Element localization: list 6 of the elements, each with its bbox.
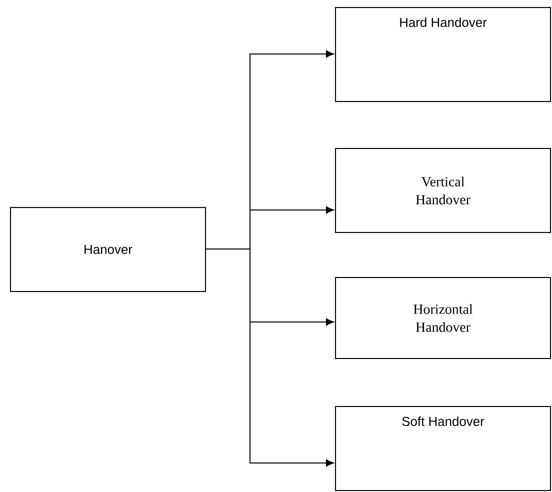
process-box: Hanover bbox=[10, 207, 206, 292]
process-box: Horizontal Handover bbox=[335, 277, 551, 359]
process-box: Hard Handover bbox=[335, 7, 551, 102]
arrow bbox=[206, 248, 334, 467]
process-box: Vertical Handover bbox=[335, 148, 551, 233]
process-box: Soft Handover bbox=[335, 406, 551, 491]
